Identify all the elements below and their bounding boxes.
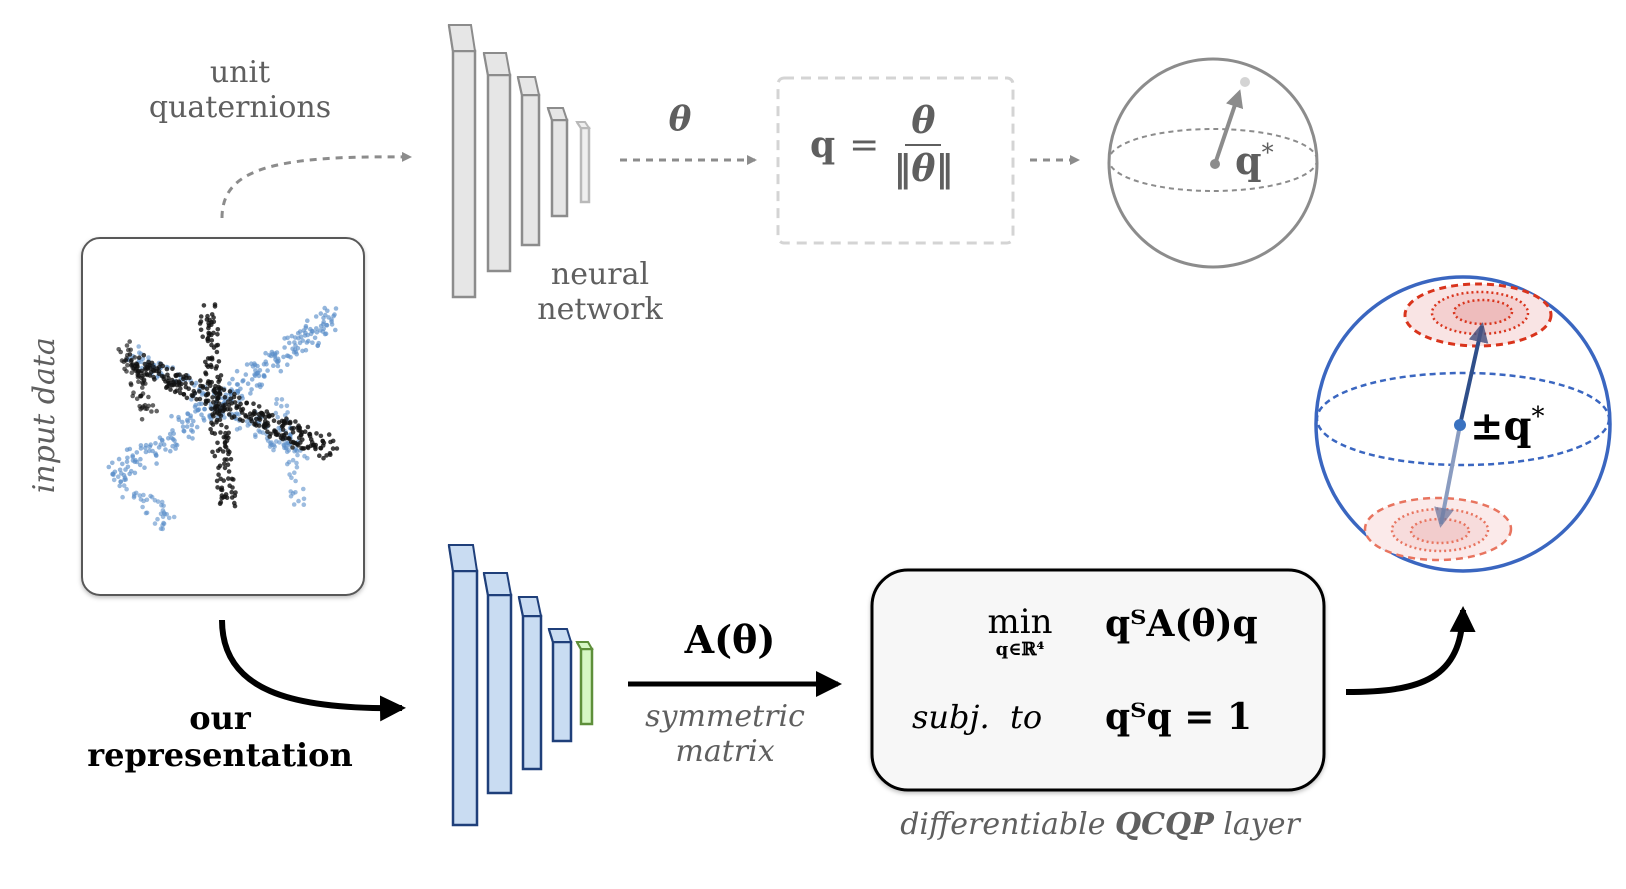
output-arrow <box>1345 606 1476 695</box>
qcqp-objective: qᵀA(θ)q <box>1105 603 1258 645</box>
pm-q-star-sup: * <box>1531 402 1545 432</box>
neural-network-label: neural network <box>520 257 680 327</box>
top-layer-3 <box>516 76 541 247</box>
fraction-numerator: θ <box>905 100 942 146</box>
bottom-layer-4 <box>547 628 573 743</box>
bottom-density-contours <box>1363 496 1513 562</box>
q-symbol: q <box>810 124 836 166</box>
qcqp-subject-to: subj. to <box>912 698 1043 736</box>
top-neural-network <box>447 24 591 299</box>
qcqp-constraint: qᵀq = 1 <box>1105 696 1252 738</box>
source-cloud-tail <box>116 339 159 422</box>
bottom-layer-1 <box>447 544 479 827</box>
input-data-label: input data <box>26 337 62 494</box>
caption-part3: layer <box>1213 807 1300 842</box>
theta-fraction: θ ‖θ‖ <box>893 100 953 190</box>
source-cloud-wing <box>197 302 238 509</box>
pm-q-star-base: ±q <box>1470 402 1532 450</box>
bottom-sphere-label: ±q* <box>1470 402 1544 449</box>
top-layer-4 <box>546 107 569 218</box>
q-star-sup: * <box>1261 138 1274 167</box>
symmetric-line2: matrix <box>675 733 775 769</box>
bottom-neural-network <box>447 544 594 827</box>
qcqp-min: min q∈ℝ⁴ <box>975 605 1065 660</box>
unit-quaternion-path-arrow <box>220 151 412 219</box>
fraction-denominator: ‖θ‖ <box>893 148 954 190</box>
qcqp-caption: differentiable QCQP layer <box>860 807 1340 843</box>
symmetric-matrix-label: symmetric matrix <box>630 699 820 769</box>
normalization-formula: q = θ ‖θ‖ <box>810 100 953 190</box>
q-star-base: q <box>1235 138 1262 183</box>
top-layer-2 <box>482 52 512 273</box>
qcqp-box <box>870 568 1326 792</box>
top-layer-5 <box>575 121 591 204</box>
our-label-line1: our <box>189 699 251 737</box>
bottom-layer-3 <box>517 596 543 771</box>
bottom-sphere <box>1314 275 1612 573</box>
output-layer <box>575 641 594 726</box>
unit-quaternions-label: unit quaternions <box>130 55 350 125</box>
matrix-label: A(θ) <box>684 617 776 662</box>
caption-qcqp: QCQP <box>1115 807 1214 842</box>
theta-label: θ <box>668 99 692 139</box>
min-domain: q∈ℝ⁴ <box>995 639 1045 660</box>
network-label-line1: neural <box>550 257 650 292</box>
caption-part1: differentiable <box>900 807 1116 842</box>
our-label-line2: representation <box>87 735 353 774</box>
top-sphere <box>1107 57 1319 269</box>
point-cloud <box>106 302 340 532</box>
bottom-layer-2 <box>482 572 513 795</box>
network-label-line2: network <box>537 291 663 327</box>
rotated-cloud-tail <box>111 474 177 532</box>
symmetric-line1: symmetric <box>645 699 805 734</box>
top-sphere-label: q* <box>1235 138 1274 183</box>
representation-arrow <box>219 619 406 722</box>
top-density-contours <box>1403 282 1553 348</box>
normalization-box <box>776 76 1015 245</box>
equals-sign: = <box>849 124 880 166</box>
top-layer-1 <box>447 24 477 299</box>
unit-label-line2: quaternions <box>148 89 332 125</box>
min-operator: min <box>987 602 1053 642</box>
our-representation-label: our representation <box>60 700 380 774</box>
unit-label-line1: unit <box>209 55 271 90</box>
